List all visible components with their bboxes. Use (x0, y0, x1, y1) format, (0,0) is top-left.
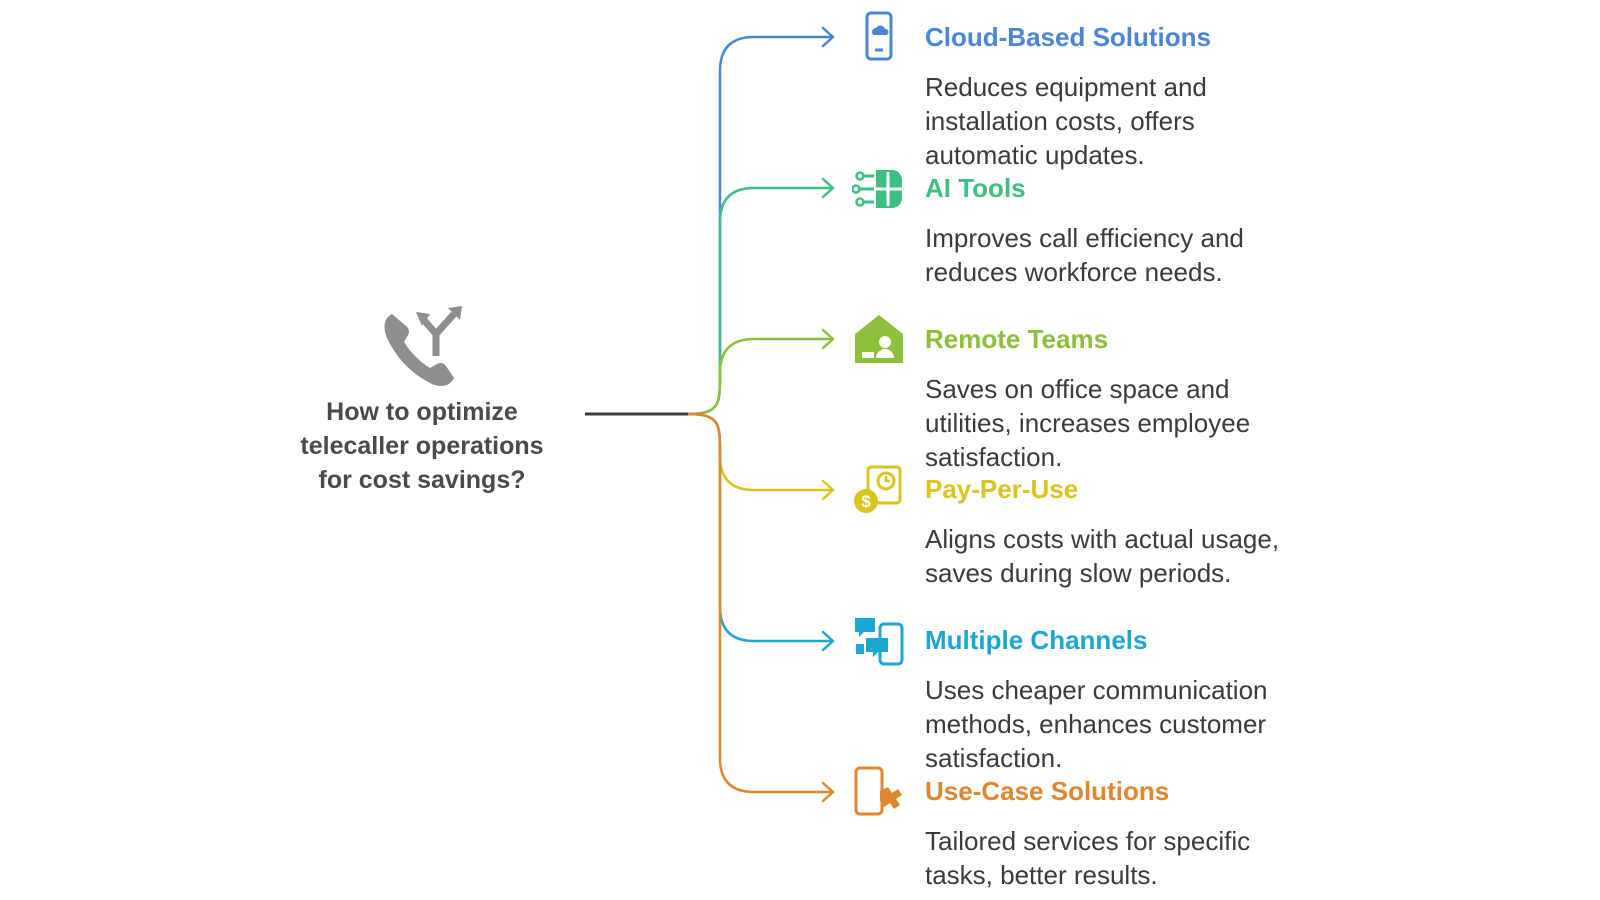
connector-line (687, 35, 833, 416)
branch-title-pay-per-use: Pay-Per-Use (925, 474, 1079, 504)
central-question: How to optimize telecaller operations fo… (272, 395, 572, 497)
connector-line (687, 186, 833, 416)
connector-line (687, 412, 833, 643)
connector-arrowhead (821, 26, 835, 48)
phone-puzzle-icon (854, 766, 902, 816)
branch-title-cloud-based-solutions: Cloud-Based Solutions (925, 22, 1211, 52)
branch-desc-ai-tools: Improves call efficiency and reduces wor… (925, 221, 1365, 289)
connector-arrowhead (821, 177, 835, 199)
branch-title-remote-teams: Remote Teams (925, 324, 1109, 354)
desc-line: Tailored services for specific (925, 826, 1251, 856)
branch-desc-multiple-channels: Uses cheaper communication methods, enha… (925, 673, 1365, 775)
branch-title-ai-tools: AI Tools (925, 173, 1026, 203)
branch-title-use-case-solutions: Use-Case Solutions (925, 776, 1170, 806)
desc-line: Improves call efficiency and (925, 223, 1244, 253)
desc-line: Aligns costs with actual usage, (925, 524, 1280, 554)
desc-line: reduces workforce needs. (925, 257, 1223, 287)
connectors (687, 26, 835, 803)
branch-desc-pay-per-use: Aligns costs with actual usage, saves du… (925, 522, 1365, 590)
desc-line: Uses cheaper communication (925, 675, 1268, 705)
coin-clock-icon: $ (854, 465, 902, 513)
desc-line: Reduces equipment and (925, 72, 1207, 102)
desc-line: installation costs, offers (925, 106, 1195, 136)
desc-line: automatic updates. (925, 140, 1145, 170)
svg-text:$: $ (861, 492, 871, 511)
question-line-3: for cost savings? (318, 466, 526, 494)
ai-chip-icon (852, 170, 902, 208)
desc-line: Saves on office space and (925, 374, 1230, 404)
branch-title-multiple-channels: Multiple Channels (925, 625, 1148, 655)
desc-line: tasks, better results. (925, 860, 1158, 890)
phone-split-icon (384, 306, 462, 386)
chat-phone-icon (855, 618, 904, 666)
desc-line: satisfaction. (925, 442, 1063, 472)
cloud-phone-icon (865, 11, 893, 61)
connector-arrowhead (821, 479, 835, 501)
connector-arrowhead (821, 781, 835, 803)
remote-home-icon (855, 315, 903, 363)
desc-line: methods, enhances customer (925, 709, 1267, 739)
desc-line: satisfaction. (925, 743, 1063, 773)
connector-line (687, 412, 833, 492)
branch-desc-remote-teams: Saves on office space and utilities, inc… (925, 372, 1365, 474)
question-line-1: How to optimize (326, 398, 518, 426)
connector-arrowhead (821, 328, 835, 350)
desc-line: utilities, increases employee (925, 408, 1251, 438)
branch-desc-use-case-solutions: Tailored services for specific tasks, be… (925, 824, 1365, 892)
connector-arrowhead (821, 630, 835, 652)
question-line-2: telecaller operations (300, 432, 544, 460)
branch-desc-cloud-based-solutions: Reduces equipment and installation costs… (925, 70, 1365, 172)
connector-line (687, 412, 833, 794)
desc-line: saves during slow periods. (925, 558, 1232, 588)
connector-line (687, 337, 833, 416)
